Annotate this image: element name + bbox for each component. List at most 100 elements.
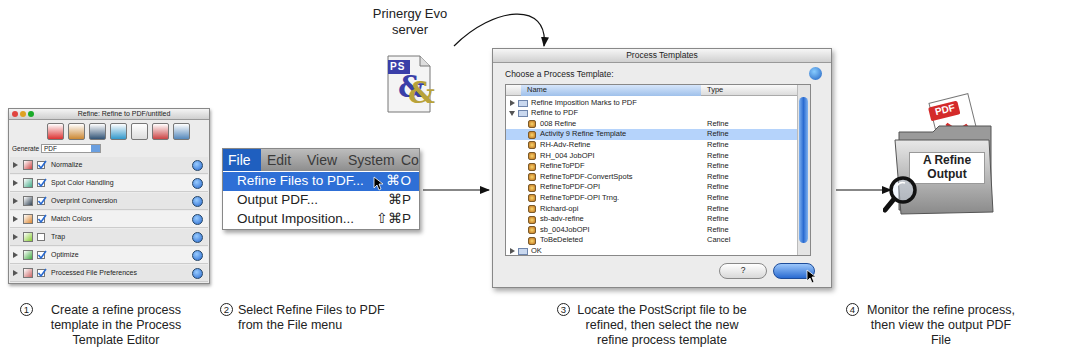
step-name: Trap bbox=[51, 233, 65, 241]
file-menu: FileEditViewSystemCoRefine Files to PDF.… bbox=[222, 148, 420, 230]
template-name: RefineToPDF-OPI bbox=[540, 183, 600, 192]
checkbox bbox=[37, 233, 45, 241]
template-name: ToBeDeleted bbox=[540, 236, 583, 245]
toolbar-icon bbox=[173, 123, 190, 140]
template-type: Refine bbox=[707, 162, 729, 171]
window-button bbox=[20, 111, 26, 117]
help-button bbox=[192, 232, 203, 243]
toolbar-icon bbox=[68, 123, 85, 140]
field-label: Generate bbox=[12, 145, 39, 152]
disclosure-triangle bbox=[13, 252, 18, 258]
disclosure-triangle bbox=[13, 162, 18, 168]
templates-dialog: Process TemplatesChoose a Process Templa… bbox=[492, 48, 832, 288]
help-button bbox=[192, 214, 203, 225]
folder-icon bbox=[518, 100, 528, 107]
button-label: ? bbox=[719, 266, 767, 276]
template-icon bbox=[528, 152, 536, 160]
prompt: Choose a Process Template: bbox=[505, 70, 614, 80]
step-caption: Monitor the refine process, then view th… bbox=[862, 303, 1020, 348]
template-name: RefineToPDF-OPI Trng. bbox=[540, 194, 619, 203]
menu-title: Co bbox=[401, 152, 419, 168]
flow-arrow bbox=[423, 189, 489, 190]
callout-number: 4 bbox=[846, 303, 859, 316]
server-name: Prinergy Evo server bbox=[368, 6, 452, 38]
template-name: RefineToPDF bbox=[540, 162, 585, 171]
step-name: Spot Color Handling bbox=[51, 179, 114, 187]
step-caption: Locate the PostScript file to be refined… bbox=[574, 303, 750, 348]
check-mark bbox=[37, 214, 47, 224]
step-icon bbox=[23, 160, 33, 170]
window-button bbox=[12, 111, 18, 117]
help-button bbox=[809, 67, 822, 80]
step-name: Match Colors bbox=[51, 215, 92, 223]
shortcut: ⇧⌘P bbox=[376, 211, 411, 227]
template-icon bbox=[528, 163, 536, 171]
callout-number: 3 bbox=[557, 303, 570, 316]
flow-arrow bbox=[454, 14, 544, 46]
template-name: RefineToPDF-ConvertSpots bbox=[540, 173, 633, 182]
template-type: Refine bbox=[707, 141, 729, 150]
disclosure-triangle bbox=[13, 234, 18, 240]
callout-number: 2 bbox=[220, 303, 233, 316]
menu-item: Output PDF... bbox=[237, 192, 318, 208]
check-mark bbox=[37, 196, 47, 206]
template-type: Refine bbox=[707, 152, 729, 161]
template-type: Cancel bbox=[707, 236, 730, 245]
help-button bbox=[192, 160, 203, 171]
disclosure-triangle bbox=[510, 100, 515, 106]
step-icon bbox=[23, 196, 33, 206]
step-caption: Select Refine Files to PDF from the File… bbox=[238, 303, 410, 333]
step-icon bbox=[23, 214, 33, 224]
disclosure-triangle bbox=[13, 216, 18, 222]
folder-name: Refine to PDF bbox=[531, 109, 578, 118]
column-header: Name bbox=[527, 86, 547, 95]
template-icon bbox=[528, 120, 536, 128]
template-icon bbox=[528, 141, 536, 149]
shortcut: ⌘P bbox=[388, 192, 411, 208]
shortcut: ⌘O bbox=[386, 173, 411, 189]
help-button bbox=[192, 268, 203, 279]
template-icon bbox=[528, 194, 536, 202]
template-name: 008 Refine bbox=[540, 120, 576, 129]
template-type: Refine bbox=[707, 215, 729, 224]
template-type: Refine bbox=[707, 130, 729, 139]
template-icon bbox=[528, 184, 536, 192]
template-type: Refine bbox=[707, 183, 729, 192]
menu-title: File bbox=[228, 152, 251, 168]
scroll-thumb bbox=[799, 97, 808, 243]
menu-item: Refine Files to PDF... bbox=[237, 173, 364, 189]
template-type: Refine bbox=[707, 205, 729, 214]
step-icon bbox=[23, 178, 33, 188]
template-type: Refine bbox=[707, 120, 729, 129]
folder-name: OK bbox=[531, 247, 542, 256]
toolbar-icon bbox=[131, 123, 148, 140]
flow-arrow bbox=[836, 189, 891, 190]
select-arrow bbox=[91, 145, 100, 152]
template-name: Richard-opi bbox=[540, 205, 578, 214]
mouse-pointer bbox=[806, 269, 818, 284]
server-icon: Prinergy Evo serverPS&& bbox=[368, 6, 452, 116]
window-button bbox=[28, 111, 34, 117]
menu-title: Edit bbox=[267, 152, 291, 168]
check-mark bbox=[37, 160, 47, 170]
template-name: sb-adv-refine bbox=[540, 215, 584, 224]
help-button bbox=[192, 178, 203, 189]
folder-icon bbox=[518, 110, 528, 117]
check-mark bbox=[37, 178, 47, 188]
menu-item: Output Imposition... bbox=[237, 211, 354, 227]
ampersand: & bbox=[408, 76, 435, 111]
menu-title: View bbox=[307, 152, 337, 168]
template-icon bbox=[528, 237, 536, 245]
template-name: RH_004 JobOPI bbox=[540, 152, 595, 161]
output-folder: PDFA Refine Output bbox=[893, 92, 997, 214]
template-icon bbox=[528, 173, 536, 181]
template-name: Activity 9 Refine Template bbox=[540, 130, 626, 139]
help-button bbox=[192, 196, 203, 207]
callout-number: 1 bbox=[20, 303, 33, 316]
template-icon bbox=[528, 205, 536, 213]
template-icon bbox=[528, 226, 536, 234]
step-name: Normalize bbox=[51, 161, 83, 169]
disclosure-triangle bbox=[13, 198, 18, 204]
toolbar-icon bbox=[110, 123, 127, 140]
check-mark bbox=[37, 268, 47, 278]
